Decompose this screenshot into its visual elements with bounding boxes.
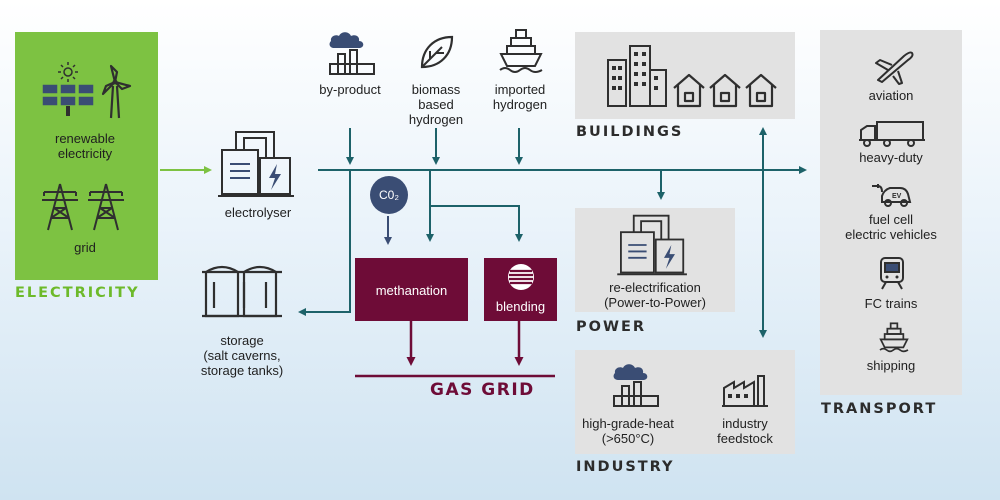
blending-icon [508,264,534,290]
sun-icon [58,62,78,82]
electricity-section-title: ELECTRICITY [15,285,140,301]
transport-item-label: fuel cell electric vehicles [845,212,937,242]
storage-label: storage (salt caverns, storage tanks) [200,333,284,378]
solar-panel-icon [41,83,95,116]
transport-item-label: shipping [866,358,916,373]
storage-tanks-icon [202,265,282,318]
ship-icon [499,29,543,73]
factory-smoke-icon [613,364,659,407]
industry-title: INDUSTRY [576,459,675,475]
power-pylon-icon [88,183,124,231]
methanation-label: methanation [375,283,448,298]
electric-car-icon: EV [872,184,912,207]
buildings-panel [575,32,795,119]
re-electrification-label: re-electrification (Power-to-Power) [604,280,706,310]
blending-label: blending [495,299,546,314]
electrolyser-icon [218,131,294,197]
factory-smoke-icon [329,32,375,75]
buildings-title: BUILDINGS [576,124,684,140]
transport-item-label: heavy-duty [859,150,923,165]
industry-factory-icon [722,375,768,407]
grid-label: grid [74,240,96,255]
train-icon [880,257,904,290]
gas-grid-title: GAS GRID [430,380,535,400]
airplane-icon [875,51,914,85]
byproduct-label: by-product [319,82,381,97]
imported-hydrogen-label: imported hydrogen [492,82,548,112]
high-grade-heat-label: high-grade-heat (>650°C) [582,416,674,446]
leaf-icon [420,35,454,69]
ship-icon [879,322,909,353]
electricity-panel [15,32,158,280]
transport-item-label: aviation [868,88,914,103]
electrolyser-label: electrolyser [224,205,292,220]
industry-feedstock-label: industry feedstock [717,416,773,446]
transport-title: TRANSPORT [821,401,938,417]
blending-arrow [430,205,523,242]
city-buildings-icon [607,45,667,107]
houses-icon [673,73,777,108]
biomass-label: biomass based hydrogen [408,82,464,127]
re-electrification-icon [617,214,687,276]
svg-text:EV: EV [892,193,902,200]
wind-turbine-icon [101,64,132,119]
power-pylon-icon [42,183,78,231]
truck-icon [859,121,925,147]
power-title: POWER [576,319,647,335]
methanation-box [355,258,468,321]
co2-badge [370,176,408,214]
storage-arrow [298,170,351,316]
transport-item-label: FC trains [864,296,918,311]
renewable-electricity-label: renewable electricity [55,131,115,161]
co2-label: C0₂ [379,188,399,202]
